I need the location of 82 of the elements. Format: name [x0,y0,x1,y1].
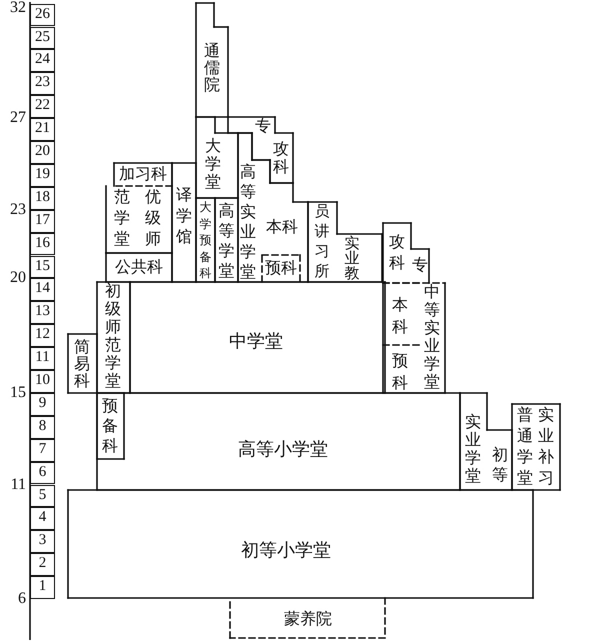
year-cell: 2 [30,553,55,576]
school-box [460,393,512,490]
school-name: 高等小学堂 [238,440,328,458]
school-name: 中等实业学堂 [424,285,440,391]
school-name: 中学堂 [229,332,283,350]
school-name: 大学堂 [205,139,221,191]
school-box [230,598,385,638]
school-name: 高等学堂 [218,204,234,280]
age-label: 15 [9,384,26,401]
age-label: 6 [17,591,26,607]
age-label: 27 [9,110,26,126]
year-cell: 18 [30,186,55,210]
school-box [262,255,300,282]
year-cell: 22 [30,95,55,118]
age-label: 23 [9,202,26,218]
school-name: 初级师范学堂 [105,284,121,390]
school-name: 实业教 [344,236,360,282]
school-name: 普通学堂 [517,408,533,487]
school-name: 简易科 [74,340,90,390]
school-name: 专攻科 [255,119,289,176]
age-label: 11 [10,476,26,492]
year-cell: 16 [30,232,55,256]
school-box [68,490,533,598]
school-name: 加习科 [119,167,167,183]
age-label: 32 [9,0,26,16]
school-box [383,345,420,393]
school-box [97,393,124,459]
school-box [215,198,238,282]
year-cell: 9 [30,392,55,416]
year-cell: 14 [30,278,55,302]
year-cell: 7 [30,438,55,462]
year-cell: 11 [30,347,55,370]
school-box [196,198,215,282]
year-cell: 1 [30,576,55,599]
school-box [308,202,382,282]
school-box [114,163,172,186]
school-box [106,253,172,282]
year-cell: 10 [30,370,55,393]
school-box [196,3,228,117]
school-name: 预备科 [102,399,118,455]
school-name: 预科 [265,261,297,277]
year-cell: 21 [30,118,55,141]
school-name: 员讲习所 [314,204,330,280]
school-name: 专攻科 [389,235,428,274]
school-box [68,334,97,393]
school-box [383,283,445,393]
school-box [228,117,293,183]
school-name: 公共科 [115,260,163,276]
year-cell: 19 [30,164,55,187]
school-box [130,282,385,393]
school-name: 高等实业学堂 [240,165,256,281]
year-cell: 26 [30,4,55,26]
age-label: 20 [9,270,26,286]
year-cell: 25 [30,26,55,50]
year-cell: 23 [30,72,55,96]
school-name: 实业学堂 [465,415,481,485]
school-name: 译学馆 [176,188,192,246]
year-cell: 20 [30,141,55,164]
year-cell: 4 [30,507,55,530]
year-cell: 3 [30,530,55,554]
year-cell: 12 [30,324,55,348]
year-cell: 5 [30,484,55,508]
school-box [97,393,460,490]
school-name: 通儒院 [204,44,220,94]
year-cell: 15 [30,256,55,278]
school-name: 蒙养院 [284,612,332,628]
year-cell: 17 [30,210,55,233]
school-box [238,133,308,282]
year-cell: 24 [30,49,55,72]
year-cell: 6 [30,462,55,484]
school-name: 预科 [392,354,408,392]
school-name: 优级师范学堂 [114,190,161,248]
school-name: 初等 [492,448,508,484]
year-cell: 8 [30,416,55,439]
school-name: 本科 [266,220,298,236]
school-name: 大学预备科 [200,201,212,279]
year-cell: 13 [30,301,55,324]
school-box [512,404,560,490]
school-name: 本科 [392,298,408,336]
school-name: 初等小学堂 [241,541,331,559]
school-box [383,223,429,283]
school-name: 实业补习 [538,408,554,487]
